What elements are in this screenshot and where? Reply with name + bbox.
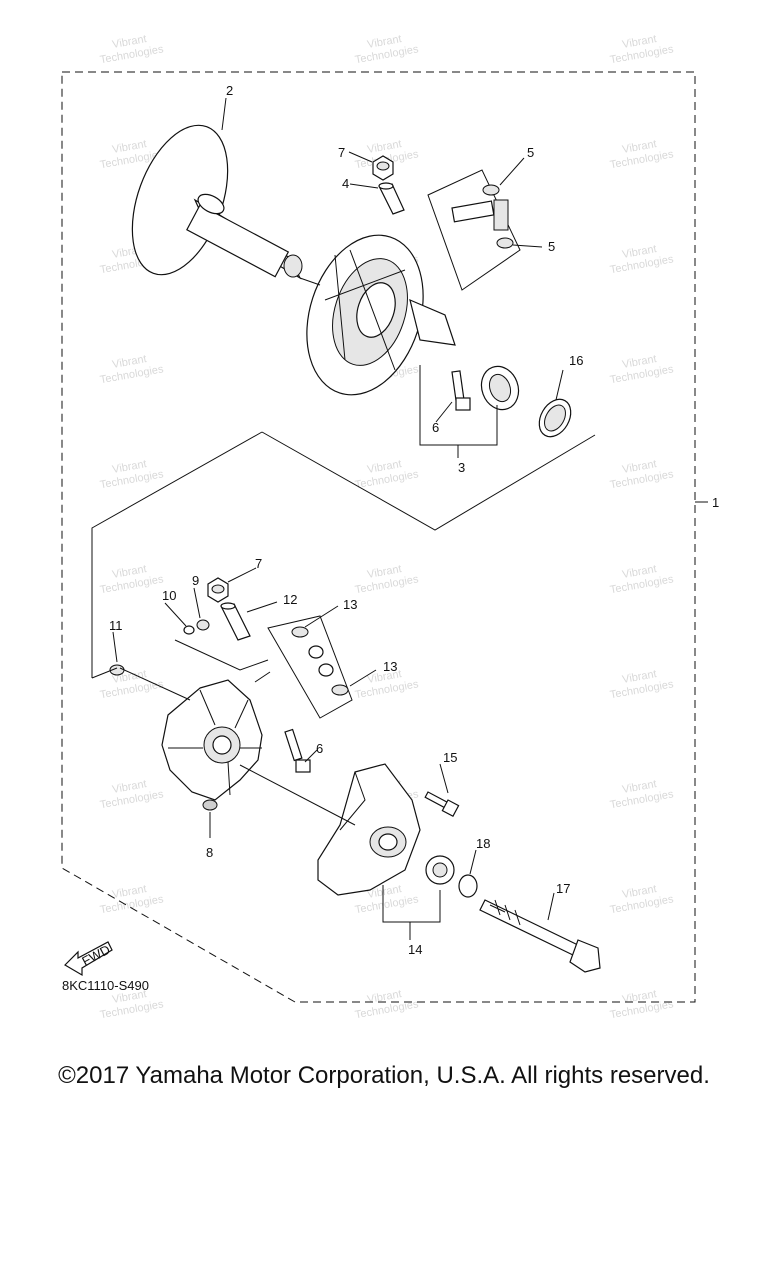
detail-box-13 — [267, 615, 353, 719]
assembly-boundary — [61, 71, 696, 1003]
bushing-lower — [425, 855, 455, 885]
nut-7-lower — [207, 577, 229, 603]
movable-sheave — [306, 234, 456, 396]
callout-6: 6 — [432, 420, 439, 435]
callout-9: 9 — [192, 573, 199, 588]
washer-13a — [291, 626, 309, 638]
fwd-label: FWD — [79, 942, 112, 969]
watermark-text: Vibrant — [111, 778, 147, 796]
watermark-text: Vibrant — [111, 883, 147, 901]
collar-12 — [220, 602, 251, 641]
callout-7: 7 — [338, 145, 345, 160]
watermark-text: Vibrant — [111, 458, 147, 476]
weight-assembly — [451, 199, 509, 231]
callout-5: 5 — [527, 145, 534, 160]
callout-18: 18 — [476, 836, 490, 851]
roller — [308, 645, 334, 677]
bolt-17 — [479, 899, 601, 973]
watermark-text: Vibrant — [111, 353, 147, 371]
watermark-text: Vibrant — [621, 883, 657, 901]
watermark-text: Vibrant — [111, 563, 147, 581]
callout-17: 17 — [556, 881, 570, 896]
callout-13: 13 — [343, 597, 357, 612]
watermark-text: Vibrant — [621, 668, 657, 686]
watermark-text: Vibrant — [621, 778, 657, 796]
diagram-code: 8KC1110-S490 — [62, 978, 149, 993]
washer-18 — [458, 874, 478, 898]
callout-10: 10 — [162, 588, 176, 603]
watermark-text: Vibrant — [366, 668, 402, 686]
watermark-text: Vibrant — [111, 988, 147, 1006]
callout-leaders — [112, 97, 564, 940]
watermark-text: Vibrant — [111, 138, 147, 156]
fwd-arrow-icon: FWD — [64, 941, 113, 977]
leader-lines-upper — [91, 277, 596, 678]
callout-2: 2 — [226, 83, 233, 98]
watermark-text: Vibrant — [621, 563, 657, 581]
callout-13: 13 — [383, 659, 397, 674]
callout-6: 6 — [316, 741, 323, 756]
bracket-3 — [419, 365, 498, 458]
washer-10 — [183, 625, 195, 635]
watermark-text: Vibrant — [111, 33, 147, 51]
washer-13b — [331, 684, 349, 696]
pin-4 — [378, 182, 405, 215]
washer-5b — [496, 237, 514, 249]
copyright-notice: ©2017 Yamaha Motor Corporation, U.S.A. A… — [58, 1062, 710, 1089]
bushing — [480, 365, 520, 411]
washer-5a — [482, 184, 500, 196]
callout-5: 5 — [548, 239, 555, 254]
watermark-text: Vibrant — [621, 138, 657, 156]
watermark-text: Vibrant — [621, 243, 657, 261]
cover-plate — [317, 763, 421, 896]
bolt-6-lower — [284, 728, 311, 773]
nut-7-top — [372, 155, 394, 181]
watermark-text: Vibrant — [366, 33, 402, 51]
detail-box-5 — [427, 169, 521, 291]
callout-16: 16 — [569, 353, 583, 368]
seal-16 — [538, 398, 572, 438]
callout-7: 7 — [255, 556, 262, 571]
callout-1: 1 — [712, 495, 719, 510]
fixed-sheave — [131, 124, 303, 280]
leader-lines-lower — [91, 639, 356, 826]
callout-14: 14 — [408, 942, 422, 957]
callout-12: 12 — [283, 592, 297, 607]
callout-4: 4 — [342, 176, 349, 191]
washer-9 — [196, 619, 210, 631]
watermark-text: Vibrant — [366, 563, 402, 581]
callout-3: 3 — [458, 460, 465, 475]
watermark-text: Vibrant — [621, 33, 657, 51]
bolt-6-upper — [451, 370, 471, 411]
callout-15: 15 — [443, 750, 457, 765]
watermark-text: Vibrant — [366, 458, 402, 476]
callout-8: 8 — [206, 845, 213, 860]
watermark-text: Vibrant — [621, 353, 657, 371]
bracket-14 — [382, 885, 441, 935]
watermark-text: Vibrant — [621, 458, 657, 476]
callout-11: 11 — [109, 618, 123, 633]
watermark-text: Vibrant — [366, 138, 402, 156]
spider-8 — [161, 679, 263, 811]
bolt-15 — [424, 791, 460, 818]
